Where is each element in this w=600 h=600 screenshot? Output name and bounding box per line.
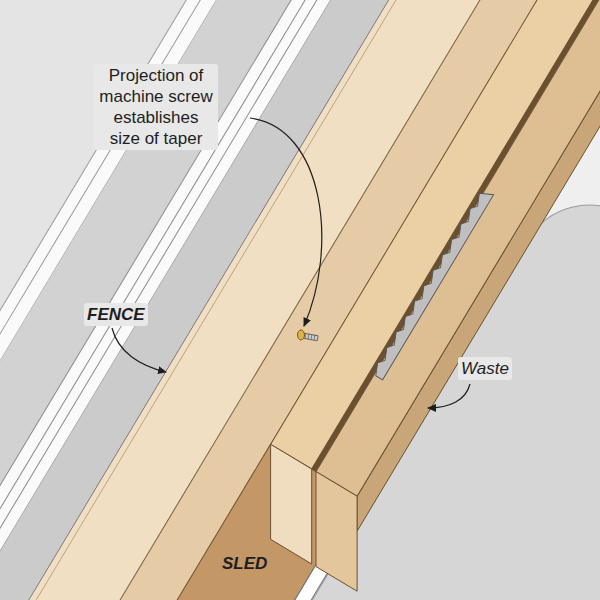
saw-blade-teeth — [371, 188, 493, 380]
screw-head — [298, 330, 305, 340]
tapered-board — [271, 0, 600, 469]
workpiece-top — [271, 0, 600, 496]
board-end-face — [271, 444, 312, 564]
leader-line — [428, 384, 470, 408]
waste-strip — [316, 0, 600, 496]
leader-line — [250, 118, 322, 326]
leader-line — [112, 328, 166, 372]
sled-base — [0, 444, 357, 600]
callout-note: Projection of machine screw establishes … — [94, 64, 218, 150]
part-label: SLED — [222, 553, 267, 574]
screw-thread — [305, 333, 315, 341]
waste-end-face — [316, 472, 357, 592]
part-label: FENCE — [84, 303, 148, 326]
part-label: Waste — [458, 357, 512, 380]
